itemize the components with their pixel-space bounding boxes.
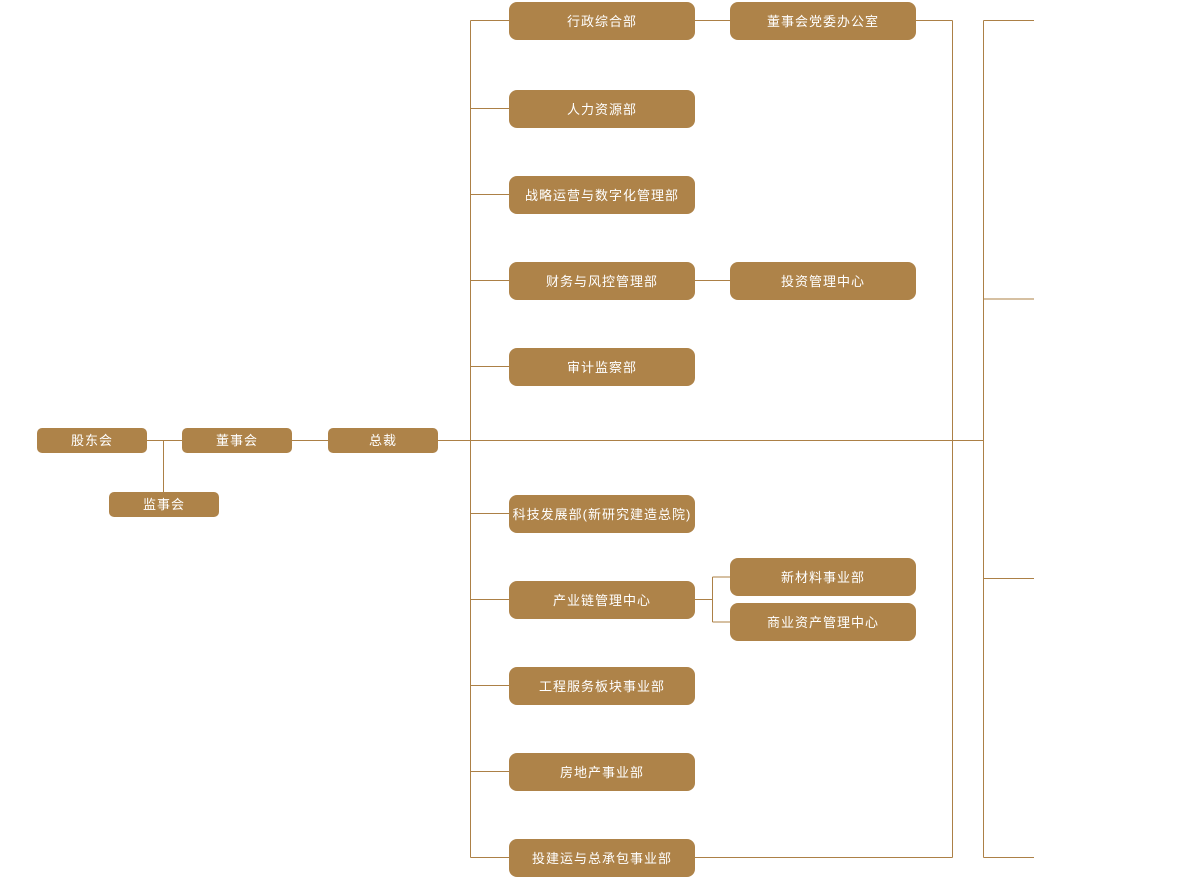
org-node-board-of-directors: 董事会 — [182, 428, 292, 453]
org-node-investment-mgmt-center: 投资管理中心 — [730, 262, 916, 300]
org-node-strategy-ops-digital-dept: 战略运营与数字化管理部 — [509, 176, 695, 214]
org-node-new-materials-div: 新材料事业部 — [730, 558, 916, 596]
org-node-hr-dept: 人力资源部 — [509, 90, 695, 128]
org-node-audit-supervision-dept: 审计监察部 — [509, 348, 695, 386]
org-node-shareholders-meeting: 股东会 — [37, 428, 147, 453]
org-node-industry-chain-center: 产业链管理中心 — [509, 581, 695, 619]
org-node-supervisory-board: 监事会 — [109, 492, 219, 517]
org-node-president: 总裁 — [328, 428, 438, 453]
org-node-commercial-asset-center: 商业资产管理中心 — [730, 603, 916, 641]
org-node-finance-risk-dept: 财务与风控管理部 — [509, 262, 695, 300]
org-node-real-estate-div: 房地产事业部 — [509, 753, 695, 791]
org-node-board-party-office: 董事会党委办公室 — [730, 2, 916, 40]
org-node-investment-construction-epc-div: 投建运与总承包事业部 — [509, 839, 695, 877]
org-node-tech-dev-dept: 科技发展部(新研究建造总院) — [509, 495, 695, 533]
org-node-engineering-services-div: 工程服务板块事业部 — [509, 667, 695, 705]
org-node-admin-general-dept: 行政综合部 — [509, 2, 695, 40]
